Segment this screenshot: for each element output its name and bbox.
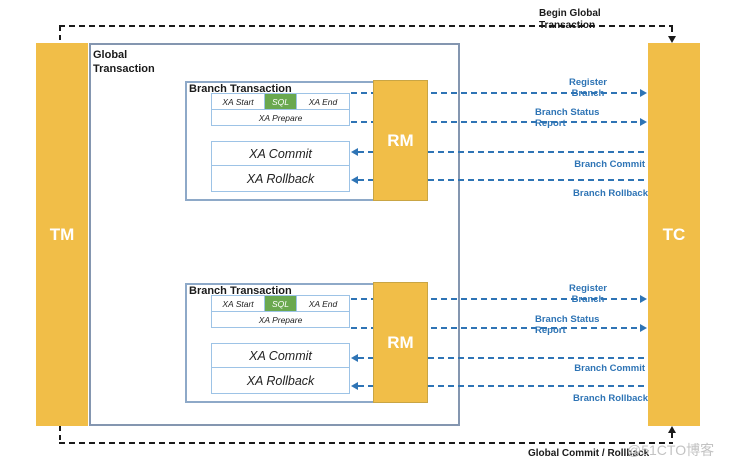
begin-flow-line-right <box>671 27 673 37</box>
register-branch-arrow <box>351 89 647 97</box>
branch-transaction-title: Branch Transaction <box>189 83 292 95</box>
register-branch-label: Register Branch <box>568 283 607 305</box>
xa-end-step: XA End <box>308 298 338 309</box>
sql-step: SQL <box>265 94 297 109</box>
xa-end-step: XA End <box>308 96 338 107</box>
begin-flow-line-left <box>59 26 61 43</box>
rm-node: RM <box>373 80 428 201</box>
xa-commit-step: XA Commit <box>212 142 349 166</box>
commit-flow-line-left <box>59 426 61 443</box>
branch-commit-label: Branch Commit <box>574 363 645 374</box>
tm-node: TM <box>36 43 88 426</box>
xa-commit-rollback-block: XA Commit XA Rollback <box>211 343 350 394</box>
branch-rollback-label: Branch Rollback <box>573 393 648 404</box>
xa-rollback-step: XA Rollback <box>246 171 315 186</box>
branch-rollback-arrow <box>351 382 647 390</box>
begin-flow-line <box>59 25 673 27</box>
branch-transaction-title: Branch Transaction <box>189 285 292 297</box>
xa-commit-rollback-block: XA Commit XA Rollback <box>211 141 350 192</box>
commit-flow-line-right <box>671 433 673 443</box>
branch-status-report-arrow <box>351 118 647 126</box>
xa-prepare-step: XA Prepare <box>212 109 349 125</box>
arrow-up-icon <box>668 426 676 433</box>
xa-start-step: XA Start <box>212 94 265 109</box>
sql-step: SQL <box>265 296 297 311</box>
global-transaction-box <box>89 43 460 426</box>
global-transaction-title: Global Transaction <box>93 49 155 75</box>
branch-commit-arrow <box>351 148 647 156</box>
commit-flow-line <box>59 442 673 444</box>
xa-steps-block: XA Start SQL XA End XA Prepare <box>211 295 350 328</box>
arrow-down-icon <box>668 36 676 43</box>
register-branch-label: Register Branch <box>568 77 607 99</box>
branch-status-report-label: Branch Status Report <box>535 107 600 129</box>
branch-status-report-arrow <box>351 324 647 332</box>
rm-node: RM <box>373 282 428 403</box>
watermark: @51CTO博客 <box>627 442 715 458</box>
xa-rollback-step: XA Rollback <box>246 373 315 388</box>
xa-start-step: XA Start <box>212 296 265 311</box>
branch-rollback-arrow <box>351 176 647 184</box>
xa-steps-block: XA Start SQL XA End XA Prepare <box>211 93 350 126</box>
branch-commit-label: Branch Commit <box>574 159 645 170</box>
tc-node: TC <box>648 43 700 426</box>
xa-prepare-step: XA Prepare <box>212 311 349 327</box>
begin-global-transaction-label: Begin Global Transaction <box>539 8 601 31</box>
branch-status-report-label: Branch Status Report <box>535 314 600 336</box>
branch-commit-arrow <box>351 354 647 362</box>
branch-rollback-label: Branch Rollback <box>573 188 648 199</box>
xa-commit-step: XA Commit <box>212 344 349 368</box>
global-commit-rollback-label: Global Commit / Rollback <box>528 448 650 459</box>
register-branch-arrow <box>351 295 647 303</box>
